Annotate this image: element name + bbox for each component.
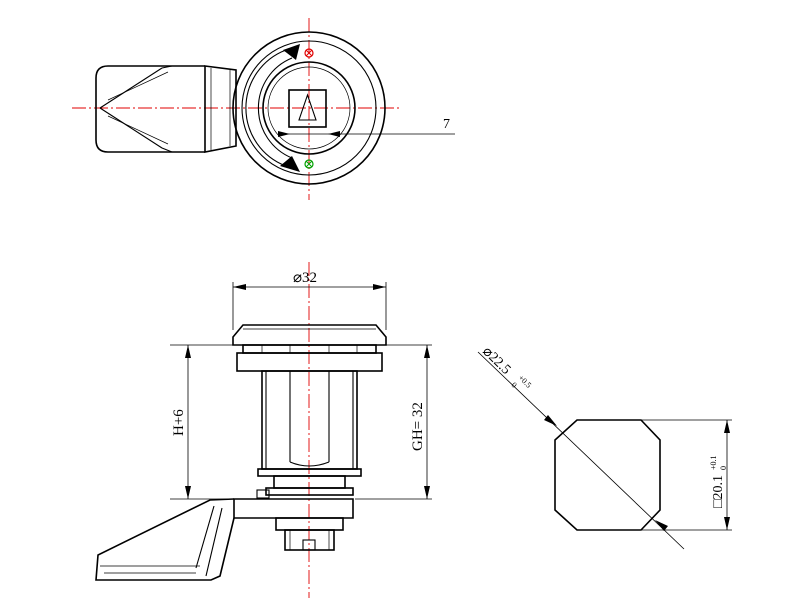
svg-text:0: 0 (719, 466, 728, 470)
rotation-arrow-icon (245, 44, 300, 172)
dimension-gh-32: GH= 32 (355, 344, 432, 500)
svg-text:⌀22.5: ⌀22.5 (479, 344, 513, 378)
marker-top (304, 48, 314, 58)
lock-nut-front (236, 344, 383, 372)
dimension-h-plus-6: H+6 (170, 344, 240, 500)
dimension-7-label: 7 (443, 117, 450, 132)
svg-text:+0.1: +0.1 (709, 455, 718, 470)
dimension-gh-32-label: GH= 32 (410, 402, 426, 451)
marker-bottom (304, 159, 314, 169)
top-view: 7 (72, 18, 455, 200)
dimension-square-20-1-label: □20.1 (711, 475, 726, 508)
lock-head-front (232, 324, 387, 346)
panel-cutout: ⌀22.5 +0.5 0 □20.1 +0.1 0 (477, 344, 732, 550)
triangle-key-icon (288, 89, 327, 128)
dimension-h-plus-6-label: H+6 (171, 409, 187, 436)
dimension-square-20-1: □20.1 +0.1 0 (641, 419, 732, 531)
front-view: ⌀32 (95, 262, 432, 598)
screw-front (275, 517, 344, 551)
dimension-7: 7 (278, 117, 455, 137)
dimension-diameter-32: ⌀32 (232, 270, 387, 330)
lock-head-top (232, 31, 386, 185)
cutout-diameter-leader (477, 351, 685, 550)
svg-text:0: 0 (509, 380, 518, 389)
cutout-diameter-label: ⌀22.5 +0.5 0 (479, 344, 533, 390)
svg-text:+0.5: +0.5 (516, 373, 533, 390)
cam-tongue-top (95, 65, 237, 153)
lock-body-front (257, 370, 362, 496)
dimension-diameter-32-label: ⌀32 (293, 270, 317, 286)
cam-front (95, 489, 354, 581)
